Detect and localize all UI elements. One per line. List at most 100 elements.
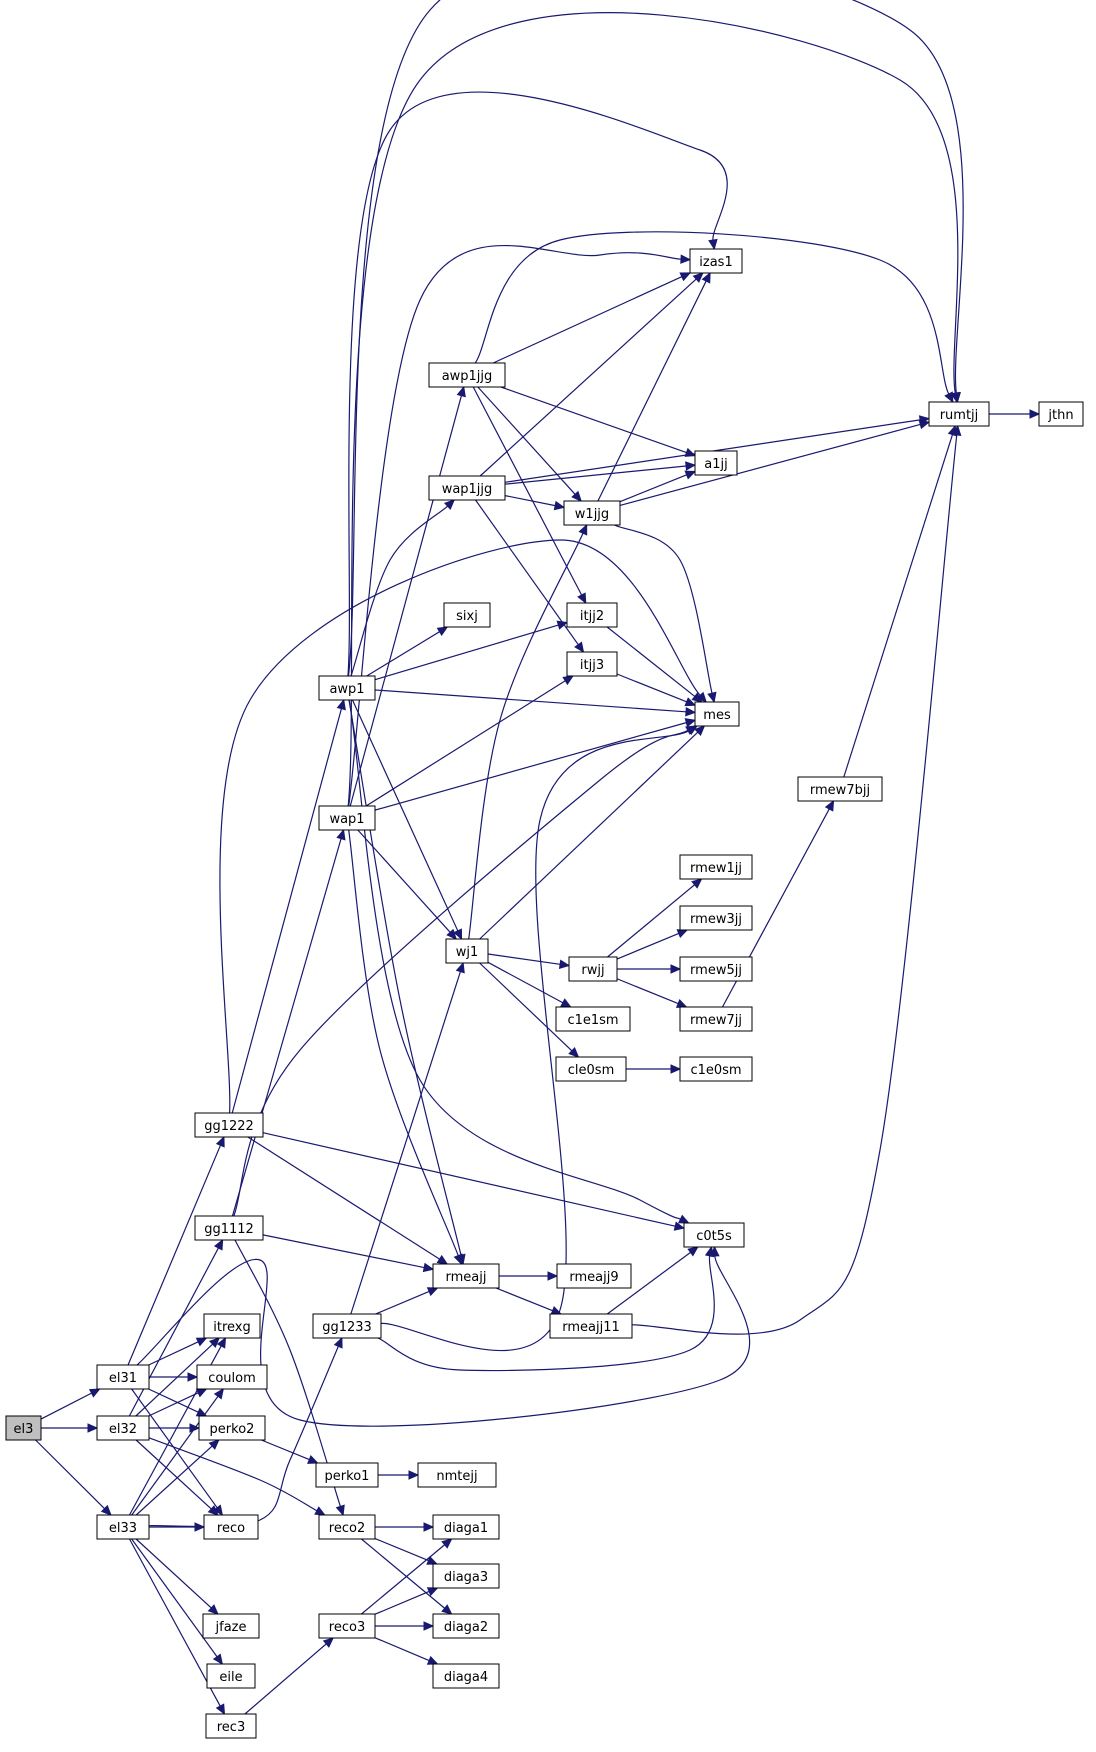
arrowhead bbox=[443, 499, 456, 510]
edge-el33-to-perko2 bbox=[135, 1439, 220, 1516]
arrowhead bbox=[422, 1262, 435, 1273]
node-box bbox=[555, 1006, 631, 1032]
node-jfaze[interactable]: jfaze bbox=[202, 1613, 260, 1639]
node-reco3[interactable]: reco3 bbox=[318, 1613, 376, 1639]
node-gg1112[interactable]: gg1112 bbox=[194, 1215, 264, 1241]
node-mes[interactable]: mes bbox=[694, 701, 740, 727]
node-rmeajj9[interactable]: rmeajj9 bbox=[556, 1263, 632, 1289]
node-w1jjg[interactable]: w1jjg bbox=[563, 500, 621, 526]
node-rmew5jj[interactable]: rmew5jj bbox=[679, 956, 753, 982]
edge-itjj2-to-mes bbox=[606, 626, 703, 703]
node-rec3[interactable]: rec3 bbox=[205, 1713, 257, 1739]
node-box bbox=[445, 938, 489, 964]
edge-el32-to-perko2 bbox=[149, 1423, 201, 1433]
node-diaga2[interactable]: diaga2 bbox=[432, 1613, 500, 1639]
edge-line bbox=[375, 1290, 430, 1315]
node-itjj2[interactable]: itjj2 bbox=[566, 602, 618, 628]
node-reco2[interactable]: reco2 bbox=[318, 1514, 376, 1540]
edge-wap1-to-rumtjj bbox=[347, 12, 960, 807]
node-reco[interactable]: reco bbox=[203, 1514, 259, 1540]
node-sixj[interactable]: sixj bbox=[443, 602, 491, 628]
edge-perko1-to-nmtejj bbox=[378, 1470, 420, 1480]
node-box bbox=[96, 1415, 150, 1441]
edge-wj1-to-c1e1sm bbox=[487, 961, 572, 1008]
edge-gg1222-to-awp1 bbox=[231, 698, 346, 1114]
node-rumtjj[interactable]: rumtjj bbox=[928, 401, 990, 427]
node-box bbox=[679, 905, 753, 931]
node-wap1jjg[interactable]: wap1jjg bbox=[428, 475, 506, 501]
arrowhead bbox=[571, 490, 582, 502]
node-wap1[interactable]: wap1 bbox=[318, 805, 376, 831]
node-gg1233[interactable]: gg1233 bbox=[312, 1313, 382, 1339]
node-diaga3[interactable]: diaga3 bbox=[432, 1563, 500, 1589]
node-c0t5s[interactable]: c0t5s bbox=[683, 1222, 745, 1248]
edge-line bbox=[477, 386, 576, 495]
node-c1e0sm[interactable]: c1e0sm bbox=[679, 1056, 753, 1082]
edge-wap1-to-izas1 bbox=[348, 245, 692, 807]
edge-line bbox=[262, 1234, 425, 1269]
edge-w1jjg-to-mes bbox=[614, 524, 717, 704]
edge-wap1-to-awp1jjg bbox=[349, 385, 466, 807]
arrowhead bbox=[685, 707, 697, 717]
edge-el31-to-coulom bbox=[149, 1372, 199, 1382]
arrowhead bbox=[426, 1555, 438, 1565]
node-box bbox=[198, 1415, 266, 1441]
edge-wap1-to-itjj3 bbox=[365, 675, 574, 807]
node-label: rmew7jj bbox=[690, 1013, 742, 1028]
node-box bbox=[206, 1663, 256, 1689]
arrowhead bbox=[87, 1423, 99, 1433]
arrowhead bbox=[446, 928, 457, 940]
node-diaga1[interactable]: diaga1 bbox=[432, 1514, 500, 1540]
node-el31[interactable]: el31 bbox=[96, 1364, 150, 1390]
node-awp1jjg[interactable]: awp1jjg bbox=[428, 362, 506, 388]
edge-rmew7bjj-to-rumtjj bbox=[843, 424, 957, 778]
edge-el3-to-el31 bbox=[40, 1388, 101, 1420]
edge-wap1jjg-to-itjj3 bbox=[475, 499, 585, 654]
node-awp1[interactable]: awp1 bbox=[318, 675, 376, 701]
node-el3[interactable]: el3 bbox=[5, 1415, 42, 1441]
node-c1e1sm[interactable]: c1e1sm bbox=[555, 1006, 631, 1032]
node-el32[interactable]: el32 bbox=[96, 1415, 150, 1441]
node-gg1222[interactable]: gg1222 bbox=[194, 1112, 264, 1138]
node-nmtejj[interactable]: nmtejj bbox=[417, 1462, 497, 1488]
node-rwjj[interactable]: rwjj bbox=[568, 956, 618, 982]
node-eile[interactable]: eile bbox=[206, 1663, 256, 1689]
node-rmew1jj[interactable]: rmew1jj bbox=[679, 854, 753, 880]
node-el33[interactable]: el33 bbox=[96, 1514, 150, 1540]
edge-awp1jjg-to-w1jjg bbox=[477, 386, 582, 502]
edge-line bbox=[233, 729, 689, 1217]
edge-rmeajj-to-rmeajj11 bbox=[495, 1287, 563, 1315]
arrowhead bbox=[456, 385, 466, 398]
edge-el32-to-itrexg bbox=[135, 1337, 221, 1417]
edge-reco2-to-diaga2 bbox=[361, 1538, 453, 1615]
node-label: rwjj bbox=[581, 963, 604, 978]
edge-awp1-to-c0t5s bbox=[348, 699, 690, 1224]
node-box bbox=[312, 1313, 382, 1339]
edge-line bbox=[504, 465, 687, 485]
node-rmeajj[interactable]: rmeajj bbox=[432, 1263, 500, 1289]
node-perko1[interactable]: perko1 bbox=[315, 1462, 379, 1488]
node-rmeajj11[interactable]: rmeajj11 bbox=[549, 1313, 633, 1339]
node-label: wj1 bbox=[456, 945, 479, 960]
node-rmew3jj[interactable]: rmew3jj bbox=[679, 905, 753, 931]
edge-awp1-to-izas1 bbox=[347, 91, 728, 677]
edge-line bbox=[148, 1392, 199, 1417]
node-perko2[interactable]: perko2 bbox=[198, 1415, 266, 1441]
node-label: diaga1 bbox=[444, 1521, 488, 1536]
node-itjj3[interactable]: itjj3 bbox=[566, 651, 618, 677]
node-label: c1e0sm bbox=[690, 1063, 741, 1078]
node-a1jj[interactable]: a1jj bbox=[694, 450, 738, 476]
node-rmew7jj[interactable]: rmew7jj bbox=[679, 1006, 753, 1032]
arrowhead bbox=[307, 1454, 319, 1464]
edge-line bbox=[40, 1392, 92, 1420]
node-itrexg[interactable]: itrexg bbox=[203, 1313, 261, 1339]
node-cle0sm[interactable]: cle0sm bbox=[555, 1056, 627, 1082]
node-izas1[interactable]: izas1 bbox=[689, 248, 743, 274]
node-rmew7bjj[interactable]: rmew7bjj bbox=[797, 776, 883, 802]
node-diaga4[interactable]: diaga4 bbox=[432, 1663, 500, 1689]
edge-wap1-to-rmeajj bbox=[348, 829, 463, 1266]
node-coulom[interactable]: coulom bbox=[196, 1364, 268, 1390]
edge-rwjj-to-rmew1jj bbox=[607, 878, 703, 958]
node-jthn[interactable]: jthn bbox=[1038, 401, 1084, 427]
node-wj1[interactable]: wj1 bbox=[445, 938, 489, 964]
